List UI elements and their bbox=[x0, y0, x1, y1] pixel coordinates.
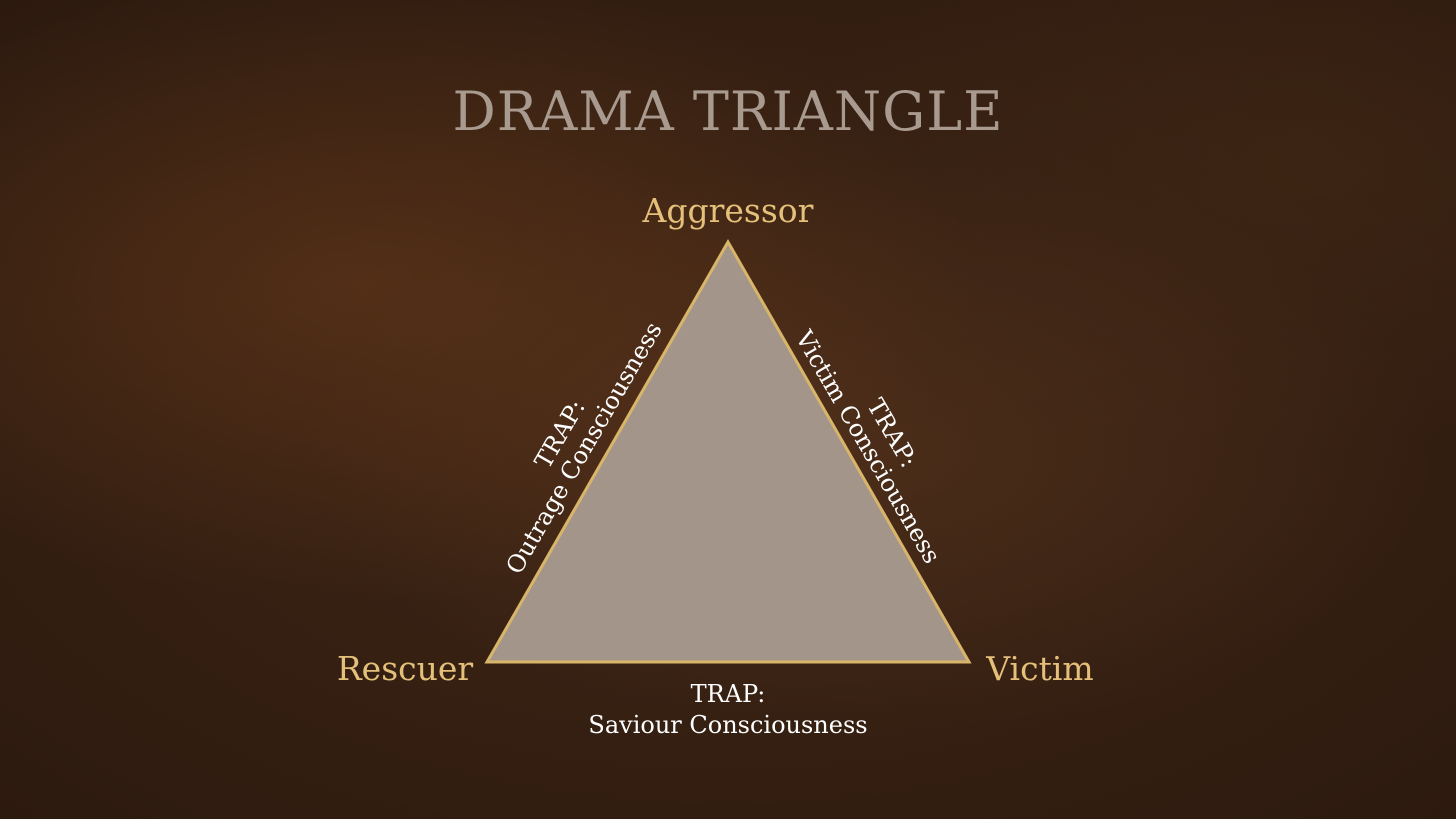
vertex-label-aggressor: Aggressor bbox=[642, 191, 814, 230]
triangle-shape bbox=[484, 238, 972, 664]
vertex-label-rescuer: Rescuer bbox=[337, 649, 474, 688]
trap-label-saviour: TRAP: Saviour Consciousness bbox=[588, 680, 867, 739]
trap-label-saviour-line1: TRAP: bbox=[691, 680, 766, 708]
page-title: DRAMA TRIANGLE bbox=[452, 80, 1003, 143]
vertex-label-victim: Victim bbox=[985, 649, 1093, 688]
trap-label-saviour-line2: Saviour Consciousness bbox=[588, 711, 867, 739]
